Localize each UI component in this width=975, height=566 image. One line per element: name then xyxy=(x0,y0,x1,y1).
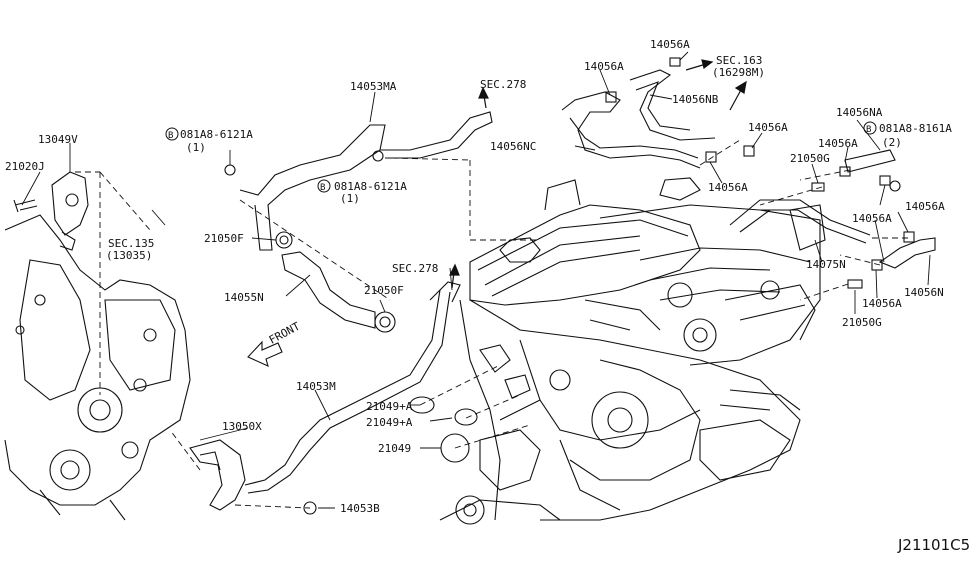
label-21050F-2: 21050F xyxy=(364,284,404,297)
hose-14056NB xyxy=(629,69,716,141)
clamps-and-fittings xyxy=(224,57,915,515)
hose-14056NA xyxy=(659,149,896,201)
label-21020J: 21020J xyxy=(5,160,45,173)
thermostat-housing-drawing xyxy=(51,171,89,251)
label-paren2: (2) xyxy=(882,136,902,149)
label-13050X: 13050X xyxy=(222,420,262,433)
label-14056A-2: 14056A xyxy=(584,60,624,73)
label-21050F-1: 21050F xyxy=(204,232,244,245)
dashed-reference-lines xyxy=(75,139,908,509)
diagram-code: J21101C5 xyxy=(897,536,970,554)
label-14056NB: 14056NB xyxy=(672,93,719,106)
hose-14056N xyxy=(878,237,936,269)
hose-14053MA xyxy=(239,111,493,251)
label-sec278-mid: SEC.278 xyxy=(392,262,438,275)
part-labels: 14056A SEC.163 (16298M) 14056A 14053MA S… xyxy=(5,38,970,554)
label-081A8-8161A: 081A8-8161A xyxy=(879,122,952,135)
svg-text:B: B xyxy=(168,131,173,141)
svg-text:B: B xyxy=(866,125,871,135)
label-16298M: (16298M) xyxy=(712,66,765,79)
label-14075N: 14075N xyxy=(806,258,846,271)
leader-lines xyxy=(21,51,931,509)
hose-14053M xyxy=(244,281,461,494)
label-21049: 21049 xyxy=(378,442,411,455)
label-14053M: 14053M xyxy=(296,380,336,393)
label-21050G-top: 21050G xyxy=(790,152,830,165)
svg-text:B: B xyxy=(320,183,325,193)
bolt-symbol-letters: B B B xyxy=(168,125,871,193)
label-sec163: SEC.163 xyxy=(716,54,762,67)
label-14053B: 14053B xyxy=(340,502,380,515)
arrows xyxy=(449,59,747,289)
label-14056NC: 14056NC xyxy=(490,140,536,153)
label-14056A-5: 14056A xyxy=(708,181,748,194)
pipe-14075N xyxy=(729,199,871,251)
bolt-symbols xyxy=(165,121,877,193)
label-14056NA: 14056NA xyxy=(836,106,883,119)
hose-14055N xyxy=(281,251,376,329)
label-14056A-8: 14056A xyxy=(862,297,902,310)
timing-cover-drawing xyxy=(4,214,191,521)
label-14055N: 14055N xyxy=(224,291,264,304)
label-paren1-2: (1) xyxy=(340,192,360,205)
label-front: FRONT xyxy=(267,320,303,347)
label-sec278-top: SEC.278 xyxy=(480,78,526,91)
label-081A8-6121A: 081A8-6121A xyxy=(180,128,253,141)
label-081A8-6121A-2: 081A8-6121A xyxy=(334,180,407,193)
label-paren1: (1) xyxy=(186,141,206,154)
label-14056N: 14056N xyxy=(904,286,944,299)
label-14056A-3: 14056A xyxy=(748,121,788,134)
bolt-21020J xyxy=(13,199,38,213)
label-21050G-bot: 21050G xyxy=(842,316,882,329)
label-14056A-7: 14056A xyxy=(852,212,892,225)
label-14053MA: 14053MA xyxy=(350,80,397,93)
label-21049A-1: 21049+A xyxy=(366,400,413,413)
engine-block-drawing xyxy=(439,179,821,525)
label-13049V: 13049V xyxy=(38,133,78,146)
label-13035: (13035) xyxy=(106,249,152,262)
label-14056A-6: 14056A xyxy=(905,200,945,213)
pipe-13050X xyxy=(189,439,246,511)
label-21049A-2: 21049+A xyxy=(366,416,413,429)
hose-14056NC xyxy=(561,91,701,169)
label-sec135: SEC.135 xyxy=(108,237,154,250)
label-14056A-4: 14056A xyxy=(818,137,858,150)
label-14056A-top: 14056A xyxy=(650,38,690,51)
front-arrow xyxy=(247,340,283,367)
